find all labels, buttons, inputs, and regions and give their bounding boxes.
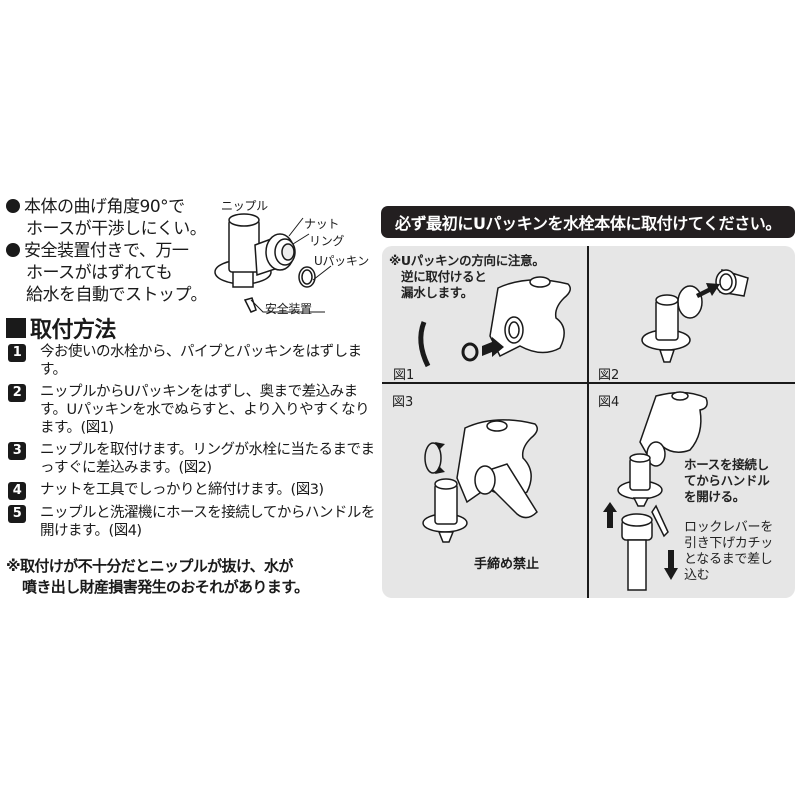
step-text: 今お使いの水栓から、パイプとパッキンをはずします。	[40, 344, 362, 378]
fig3-wrench-illustration	[422, 419, 538, 543]
fig3-label: 図3	[392, 395, 414, 410]
note-line: ホースを接続し	[684, 457, 769, 472]
fig2-nipple-illustration	[641, 269, 749, 363]
fig4-note-lock-lever: ロックレバーを 引き下げカチッ となるまで差し 込む	[684, 520, 773, 584]
fig4-label: 図4	[598, 395, 620, 410]
fig3-caption: 手締め禁止	[474, 557, 540, 572]
feature-text: ホースがはずれても	[26, 263, 173, 283]
panel-divider-vertical	[587, 246, 589, 598]
step-5: 5 ニップルと洗濯機にホースを接続してからハンドルを開けます。(図4)	[8, 504, 378, 540]
feature-text: 安全装置付きで、万一	[24, 241, 189, 261]
step-number-badge: 5	[8, 505, 26, 523]
fig1-note: ※Uパッキンの方向に注意。 逆に取付けると 漏水します。	[389, 253, 545, 301]
step-text: ナットを工具でしっかりと締付けます。(図3)	[40, 482, 324, 498]
step-number-badge: 4	[8, 482, 26, 500]
feature-text: 給水を自動でストップ。	[26, 285, 208, 305]
label-nut: ナット	[304, 217, 340, 231]
bullet-icon	[6, 243, 20, 257]
note-line: 込む	[684, 568, 710, 583]
fig2-label: 図2	[598, 368, 620, 383]
warning-line: ※取付けが不十分だとニップルが抜け、水が	[6, 557, 293, 575]
feature-item-cont: ホースがはずれても	[6, 262, 207, 284]
step-number-badge: 2	[8, 384, 26, 402]
arrow-down-icon	[664, 550, 678, 580]
note-line: 引き下げカチッ	[684, 536, 773, 551]
step-2: 2 ニップルからUパッキンをはずし、奥まで差込みます。Uパッキンを水でぬらすと、よ…	[8, 383, 378, 437]
notice-banner: 必ず最初にUパッキンを水栓本体に取付けてください。	[381, 206, 795, 238]
warning-line: 噴き出し財産損害発生のおそれがあります。	[22, 578, 309, 596]
banner-text: 必ず最初にUパッキンを水栓本体に取付けてください。	[394, 214, 782, 233]
step-3: 3 ニップルを取付けます。リングが水栓に当たるまでまっすぐに差込みます。(図2)	[8, 441, 378, 477]
step-1: 1 今お使いの水栓から、パイプとパッキンをはずします。	[8, 343, 378, 379]
installation-steps: 1 今お使いの水栓から、パイプとパッキンをはずします。 2 ニップルからUパッキンを…	[8, 343, 378, 544]
label-ring: リング	[309, 234, 345, 248]
step-text: ニップルと洗濯機にホースを接続してからハンドルを開けます。(図4)	[40, 505, 375, 539]
feature-text: 本体の曲げ角度90°で	[24, 197, 185, 217]
step-text: ニップルを取付けます。リングが水栓に当たるまでまっすぐに差込みます。(図2)	[40, 442, 375, 476]
section-title: 取付方法	[6, 312, 117, 344]
step-number-badge: 1	[8, 344, 26, 362]
label-safety-device: 安全装置	[265, 302, 312, 316]
warning-note: ※取付けが不十分だとニップルが抜け、水が 噴き出し財産損害発生のおそれがあります…	[6, 556, 309, 598]
section-title-text: 取付方法	[30, 318, 117, 343]
note-line: 漏水します。	[401, 285, 473, 300]
feature-item: 安全装置付きで、万一	[6, 240, 207, 262]
arrow-icon	[696, 283, 720, 298]
rotate-arrow-icon	[424, 442, 445, 474]
feature-item-cont: 給水を自動でストップ。	[6, 284, 208, 306]
note-line: を開ける。	[684, 489, 746, 504]
bullet-icon	[6, 199, 20, 213]
arrow-right-icon	[482, 337, 504, 357]
fig4-hose-connection-illustration	[603, 391, 708, 591]
panel-divider-horizontal	[382, 382, 795, 384]
feature-text: ホースが干渉しにくい。	[26, 219, 207, 239]
feature-item-cont: ホースが干渉しにくい。	[6, 218, 207, 240]
square-bullet-icon	[6, 318, 26, 338]
note-line: 逆に取付けると	[401, 269, 487, 284]
feature-item: 本体の曲げ角度90°で	[6, 196, 207, 218]
step-text: ニップルからUパッキンをはずし、奥まで差込みます。Uパッキンを水でぬらすと、より…	[40, 384, 370, 436]
fig1-label: 図1	[393, 368, 415, 383]
note-line: ロックレバーを	[684, 520, 773, 535]
step-number-badge: 3	[8, 442, 26, 460]
nipple-diagram-illustration	[214, 213, 332, 313]
note-line: ※Uパッキンの方向に注意。	[389, 253, 545, 268]
fig4-note-open-handle: ホースを接続し てからハンドル を開ける。	[684, 457, 770, 505]
note-line: てからハンドル	[684, 473, 770, 488]
label-nipple: ニップル	[221, 199, 268, 213]
step-4: 4 ナットを工具でしっかりと締付けます。(図3)	[8, 481, 378, 500]
feature-list: 本体の曲げ角度90°で ホースが干渉しにくい。 安全装置付きで、万一 ホースがは…	[6, 196, 208, 306]
note-line: となるまで差し	[684, 552, 773, 567]
label-u-packing: Uパッキン	[314, 254, 369, 268]
fig1-faucet-illustration	[418, 276, 571, 368]
arrow-up-icon	[603, 502, 617, 528]
